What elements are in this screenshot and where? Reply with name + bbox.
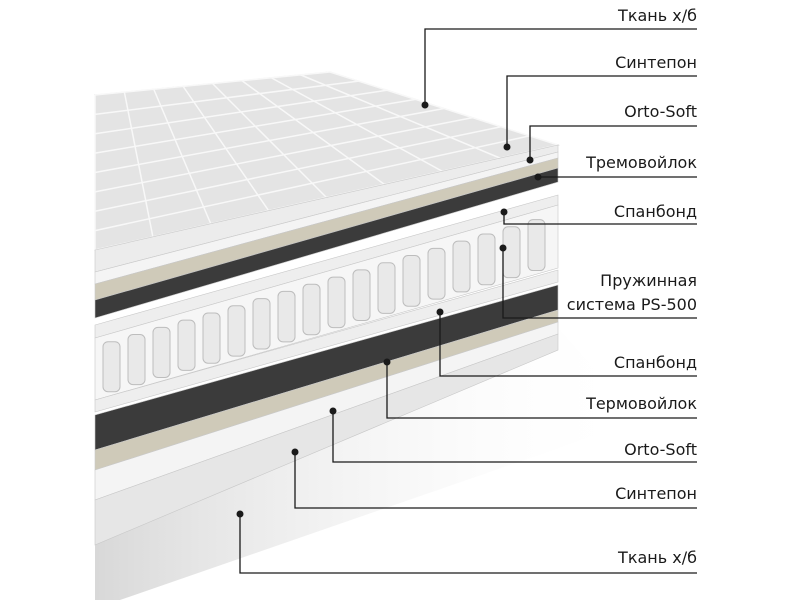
label-spanbond-top: Спанбонд — [613, 202, 697, 221]
spring-coil — [402, 255, 421, 307]
label-felt-bottom: Термовойлок — [586, 394, 697, 413]
layer-felt-top — [94, 167, 559, 319]
leader-line — [506, 75, 697, 147]
quilt-stitch — [300, 74, 501, 159]
spring-coil — [502, 226, 521, 279]
leader-line — [503, 212, 697, 225]
leader-line — [529, 125, 697, 160]
label-spring-system-line1: Пружинная — [600, 271, 697, 290]
leader-dot — [236, 510, 244, 518]
leader-line — [439, 312, 697, 377]
floor-shadow — [95, 330, 640, 600]
label-orto-soft-top: Orto-Soft — [624, 102, 697, 121]
leader-dot — [499, 244, 507, 252]
spring-coil — [202, 312, 221, 364]
leader-dot — [526, 156, 534, 164]
leader-dot — [534, 173, 542, 181]
spring-coil — [152, 326, 171, 378]
layer-spanbond-bottom — [94, 269, 559, 413]
spring-coil — [427, 247, 446, 300]
label-orto-soft-bottom: Orto-Soft — [624, 440, 697, 459]
label-spring-system-line2: система PS-500 — [566, 295, 697, 314]
quilt-stitch — [94, 116, 473, 193]
leader-dot — [436, 308, 444, 316]
leader-dot — [503, 143, 511, 151]
quilt-stitch — [241, 80, 385, 185]
quilt-stitch — [329, 71, 559, 146]
spring-coil — [227, 305, 246, 357]
quilt-stitch — [94, 135, 530, 232]
spring-coil — [102, 341, 121, 393]
leader-dot — [500, 208, 508, 216]
spring-coil — [127, 334, 146, 386]
leader-line — [294, 452, 697, 509]
leader-dot — [291, 448, 299, 456]
label-fabric-top: Ткань х/б — [618, 6, 697, 25]
spring-coil — [527, 219, 546, 272]
spring-coil — [177, 319, 196, 371]
leader-dot — [383, 358, 391, 366]
quilt-stitch — [94, 107, 445, 174]
spring-coil — [477, 233, 496, 286]
spring-coil — [327, 276, 346, 329]
leader-line — [502, 248, 697, 319]
leader-line — [239, 514, 697, 574]
label-fabric-bottom: Ткань х/б — [618, 548, 697, 567]
spring-coil — [352, 269, 371, 321]
leader-dot — [329, 407, 337, 415]
layer-fabric-bottom — [94, 333, 559, 546]
leader-dot — [421, 101, 429, 109]
label-sintepon-top: Синтепон — [615, 53, 697, 72]
leader-line — [332, 411, 697, 463]
quilt-stitch — [94, 126, 502, 212]
leader-line — [386, 362, 697, 419]
label-spanbond-bottom: Спанбонд — [613, 353, 697, 372]
quilt-stitch — [270, 77, 443, 172]
label-sintepon-bottom: Синтепон — [615, 484, 697, 503]
spring-coil — [252, 298, 271, 350]
spring-coil — [452, 240, 471, 293]
spring-coil — [377, 262, 396, 314]
label-felt-top: Тремовойлок — [586, 153, 697, 172]
spring-coil — [277, 290, 296, 343]
spring-coil — [302, 283, 321, 336]
leader-line — [424, 28, 697, 105]
